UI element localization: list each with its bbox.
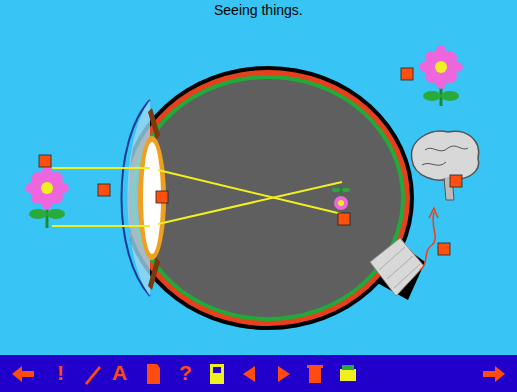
toolbar-glyph: A [112,361,127,385]
toolbar [0,355,517,392]
eyeball [108,66,425,330]
toolbar-glyph: ! [57,361,64,385]
toolbar-glyph: ? [179,361,192,385]
toolbar-icons [12,364,505,385]
page-title: Seeing things. [214,2,303,18]
light-rays [52,168,342,226]
flower [25,166,69,228]
retina-image [332,186,350,210]
brain [412,131,479,200]
perceived-flower [419,45,463,106]
label-markers [39,68,462,255]
signal-arrow [420,208,438,270]
